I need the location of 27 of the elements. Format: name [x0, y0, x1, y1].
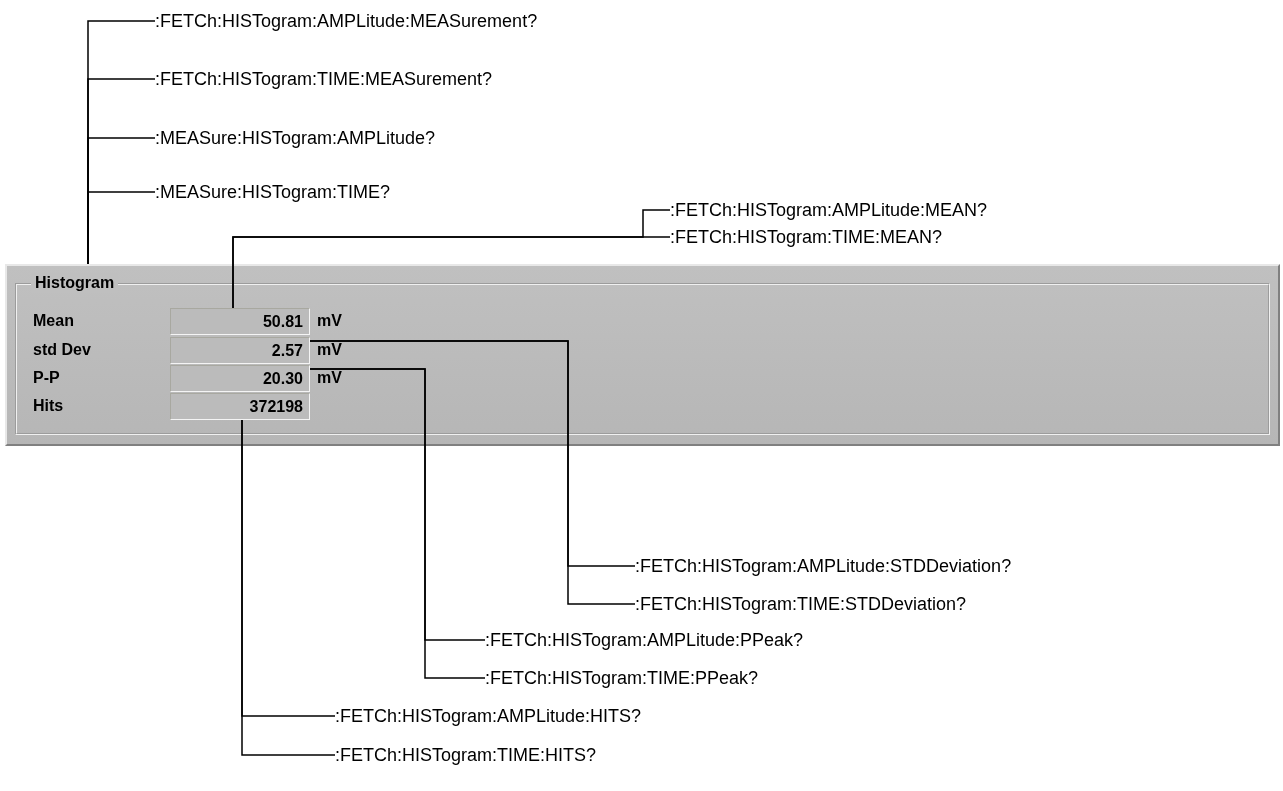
- command-text: :FETCh:HISTogram:TIME:PPeak?: [485, 666, 759, 690]
- value-field: 2.57: [170, 337, 310, 364]
- command-text: :FETCh:HISTogram:AMPLitude:MEASurement?: [155, 9, 538, 33]
- command-text: :FETCh:HISTogram:AMPLitude:MEAN?: [670, 198, 988, 222]
- command-text: :MEASure:HISTogram:TIME?: [155, 180, 391, 204]
- command-text: :MEASure:HISTogram:AMPLitude?: [155, 126, 436, 150]
- command-text: :FETCh:HISTogram:TIME:HITS?: [335, 743, 597, 767]
- value-field: 20.30: [170, 365, 310, 392]
- command-text: :FETCh:HISTogram:TIME:MEAN?: [670, 225, 943, 249]
- command-text: :FETCh:HISTogram:TIME:STDDeviation?: [635, 592, 967, 616]
- unit-label: mV: [317, 340, 342, 360]
- leader-line: [87, 191, 156, 265]
- command-text: :FETCh:HISTogram:AMPLitude:HITS?: [335, 704, 642, 728]
- row-label: Hits: [33, 396, 64, 416]
- row-label: P-P: [33, 368, 60, 388]
- unit-label: mV: [317, 368, 342, 388]
- histogram-panel: [5, 264, 1280, 446]
- command-text: :FETCh:HISTogram:AMPLitude:STDDeviation?: [635, 554, 1012, 578]
- command-text: :FETCh:HISTogram:TIME:MEASurement?: [155, 67, 493, 91]
- value-field: 372198: [170, 393, 310, 420]
- command-text: :FETCh:HISTogram:AMPLitude:PPeak?: [485, 628, 804, 652]
- row-label: std Dev: [33, 340, 91, 360]
- unit-label: mV: [317, 311, 342, 331]
- panel-title: Histogram: [31, 273, 119, 293]
- row-label: Mean: [33, 311, 74, 331]
- leader-line: [232, 236, 671, 309]
- value-field: 50.81: [170, 308, 310, 335]
